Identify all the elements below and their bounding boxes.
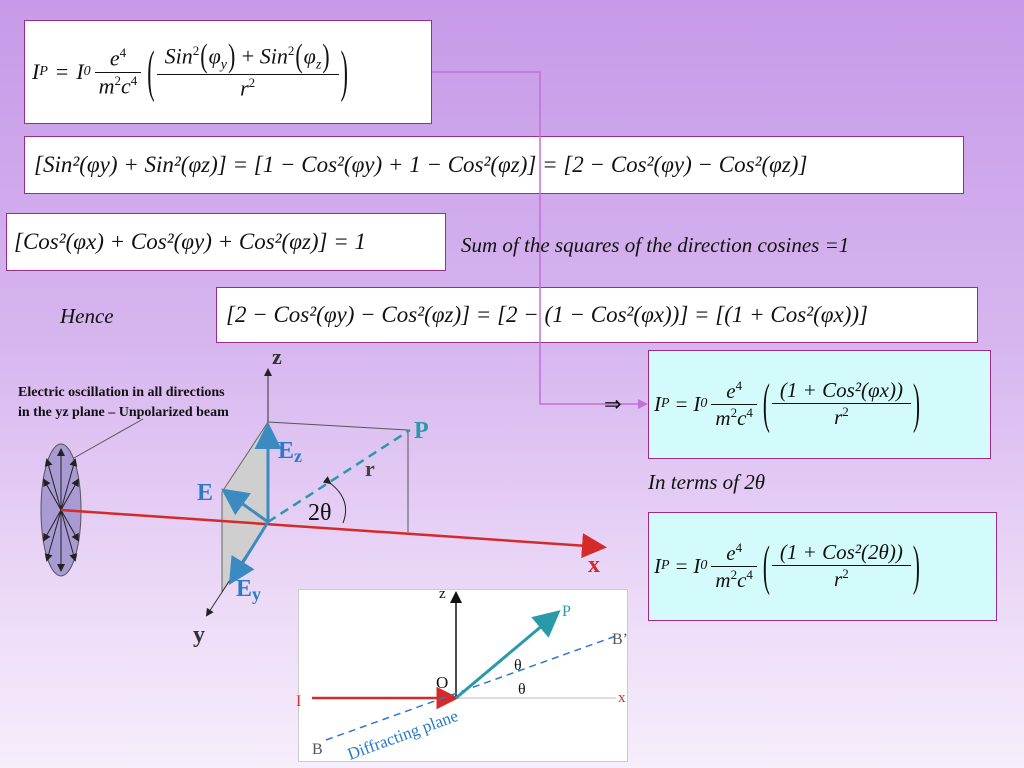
r-label: r	[365, 456, 375, 481]
Ey-label: Ey	[236, 576, 261, 604]
Ez-label: Ez	[278, 438, 302, 466]
two-theta-note: In terms of 2θ	[648, 470, 766, 494]
equation-box-result-phi	[648, 350, 991, 459]
polarization-ellipse	[40, 443, 82, 577]
eq-symbol: I	[76, 59, 84, 84]
equation-substitution: [2 − Cos²(φy) − Cos²(φz)] = [2 − (1 − Co…	[226, 290, 868, 340]
eq3-text: [Cos²(φx) + Cos²(φy) + Cos²(φz)] = 1	[14, 229, 367, 254]
point-P-label: P	[414, 418, 429, 444]
eq4-text: [2 − Cos²(φy) − Cos²(φz)] = [2 − (1 − Co…	[226, 302, 868, 327]
polarization-arrows	[43, 448, 79, 572]
direction-cosines-note: Sum of the squares of the direction cosi…	[461, 233, 850, 257]
caption-line1: Electric oscillation in all directions	[18, 385, 225, 400]
eq-subscript: 0	[83, 64, 91, 79]
hence-label: Hence	[60, 304, 114, 328]
angle-label: 2θ	[308, 500, 332, 526]
caption-line2: in the yz plane – Unpolarized beam	[18, 405, 229, 420]
equation-box-result-theta	[648, 512, 997, 621]
eq-subscript: P	[39, 64, 48, 79]
equation-direction-cosines: [Cos²(φx) + Cos²(φy) + Cos²(φz)] = 1	[14, 217, 366, 267]
axis-z-label: z	[272, 344, 282, 369]
diffraction-diagram-panel	[298, 589, 628, 762]
axis-y-label: y	[193, 622, 205, 648]
eq2-text: [Sin²(φy) + Sin²(φz)] = [1 − Cos²(φy) + …	[34, 152, 808, 177]
equation-box-intensity	[24, 20, 432, 124]
eq-symbol: I	[32, 59, 40, 84]
equation-sine-identity: [Sin²(φy) + Sin²(φz)] = [1 − Cos²(φy) + …	[34, 140, 807, 190]
axis-x-label: x	[588, 552, 600, 578]
eq-fraction-constants: e4 m2c4	[94, 45, 142, 99]
implies-symbol: ⇒	[604, 392, 622, 416]
E-label: E	[197, 480, 213, 506]
yz-plane	[221, 420, 269, 594]
eq6-numerator: (1 + Cos²(2θ))	[779, 540, 903, 564]
eq5-numerator: (1 + Cos²(φx))	[779, 378, 903, 402]
eq-fraction-angular: Sin2(φy) + Sin2(φz) r2	[156, 37, 339, 101]
